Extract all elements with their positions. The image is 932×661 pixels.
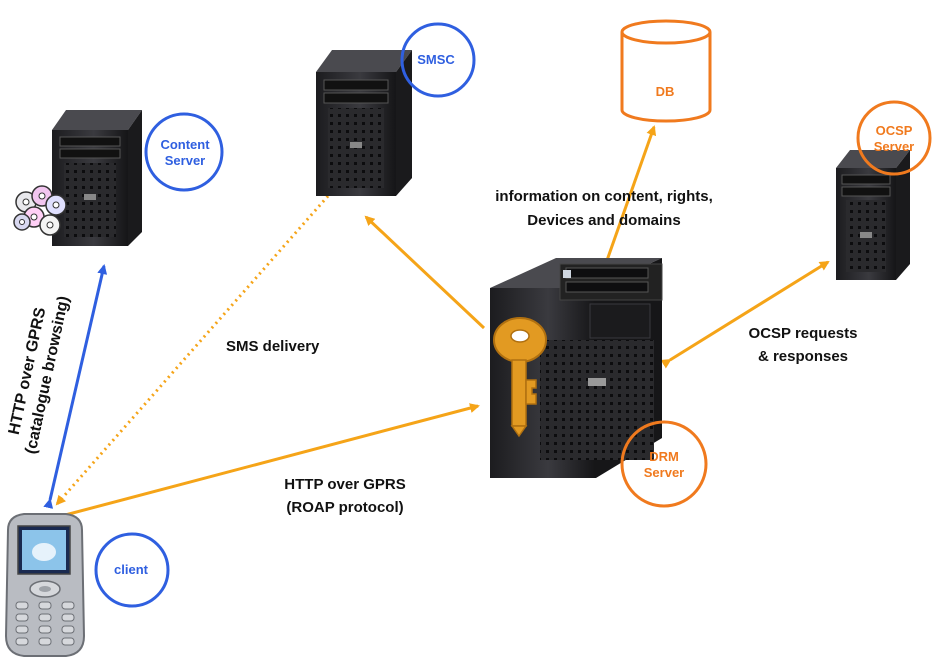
smsc-tower-icon bbox=[316, 50, 412, 196]
client-label: client bbox=[114, 562, 149, 577]
ocsp-circle bbox=[856, 100, 932, 176]
connections bbox=[40, 125, 830, 526]
db-label: DB bbox=[656, 84, 675, 99]
edge-client-drm bbox=[40, 403, 480, 526]
db-node: DB bbox=[620, 19, 712, 123]
client-drm-label-line1: HTTP over GPRS bbox=[284, 476, 405, 493]
drm-label-line1: DRM bbox=[649, 449, 679, 464]
smsc-label: SMSC bbox=[417, 52, 455, 67]
drm-circle bbox=[620, 420, 708, 508]
edge-drm-ocsp bbox=[660, 260, 830, 369]
sms-delivery-label: SMS delivery bbox=[226, 338, 320, 355]
edge-sms-delivery bbox=[55, 195, 330, 506]
drm-db-label-line2: Devices and domains bbox=[527, 212, 680, 229]
ocsp-label-line1: OCSP bbox=[876, 123, 913, 138]
client-node: client bbox=[4, 513, 170, 657]
drm-db-label-line1: information on content, rights, bbox=[495, 188, 713, 205]
drm-ocsp-label-line1: OCSP requests bbox=[749, 325, 858, 342]
smsc-node: SMSC bbox=[316, 22, 476, 196]
key-icon bbox=[493, 317, 547, 438]
drm-ocsp-label-line2: & responses bbox=[758, 348, 848, 365]
content-server-label-line2: Server bbox=[165, 153, 205, 168]
ocsp-label-line2: Server bbox=[874, 139, 914, 154]
content-server-label-line1: Content bbox=[160, 137, 210, 152]
content-server-circle bbox=[144, 112, 224, 192]
edge-drm-db bbox=[597, 125, 657, 276]
ocsp-server-node: OCSP Server bbox=[836, 100, 932, 280]
client-drm-label-line2: (ROAP protocol) bbox=[286, 499, 403, 516]
smsc-circle bbox=[400, 22, 476, 98]
content-server-node: Content Server bbox=[13, 110, 224, 246]
client-circle bbox=[94, 532, 170, 608]
database-cylinder-icon bbox=[620, 32, 712, 123]
ocsp-tower-icon bbox=[836, 150, 910, 280]
drm-label-line2: Server bbox=[644, 465, 684, 480]
edge-drm-smsc bbox=[364, 215, 486, 330]
mobile-phone-icon bbox=[4, 513, 86, 657]
drm-server-node: DRM Server bbox=[490, 258, 708, 508]
cd-discs-icon bbox=[13, 185, 67, 236]
content-server-tower-icon bbox=[52, 110, 142, 246]
